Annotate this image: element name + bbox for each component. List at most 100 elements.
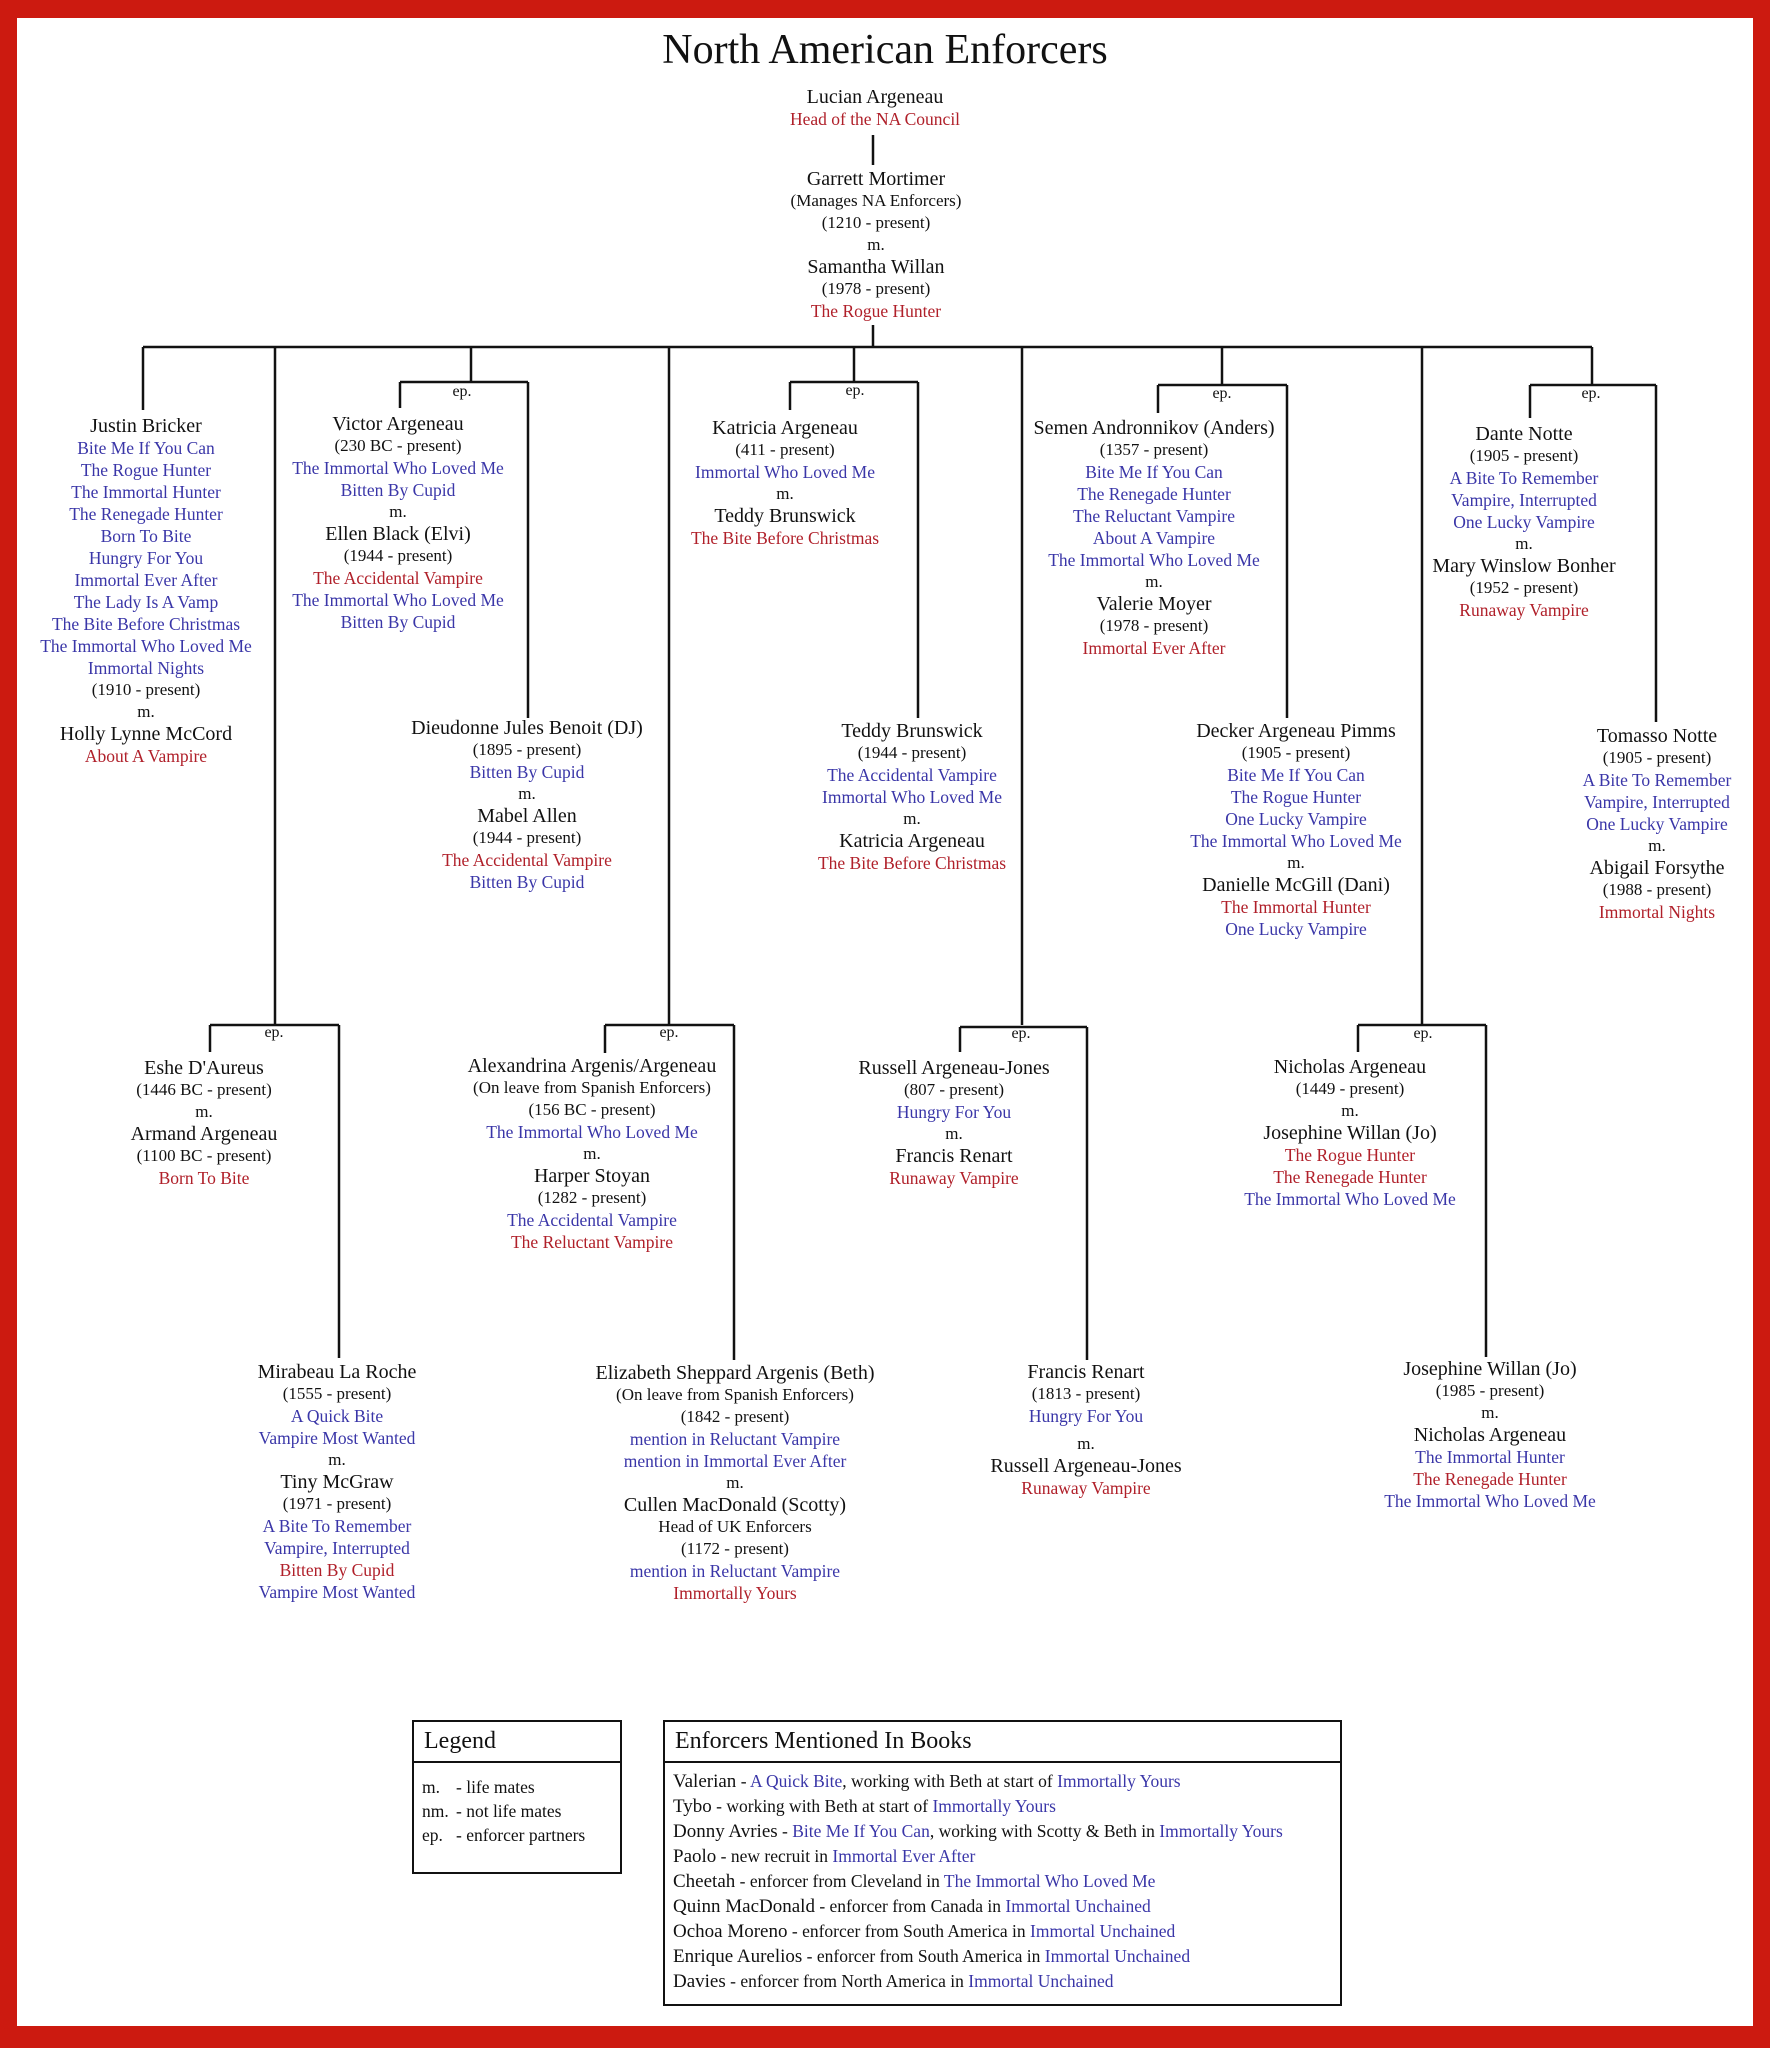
person-josephine: Josephine Willan (Jo) (1985 - present) m… [1384,1358,1596,1512]
book-title: The Accidental Vampire [827,765,997,785]
partner-name: Cullen MacDonald (Scotty) [623,1494,847,1516]
person-alexandrina: Alexandrina Argenis/Argeneau (On leave f… [468,1055,717,1253]
mate-marker: m. [867,235,885,254]
ep-label: ep. [1212,385,1232,402]
legend-row: ep.- enforcer partners [422,1825,586,1845]
person-role: (Manages NA Enforcers) [790,191,962,210]
book-title: Bitten By Cupid [469,872,585,892]
book-title: About A Vampire [84,746,208,766]
book-title: One Lucky Vampire [1225,919,1367,939]
person-name: Alexandrina Argenis/Argeneau [467,1055,717,1077]
mentioned-row: Donny Avries - Bite Me If You Can, worki… [673,1821,1283,1842]
book-title: The Immortal Hunter [1415,1447,1565,1467]
book-title: mention in Immortal Ever After [623,1451,847,1471]
book-title: mention in Reluctant Vampire [629,1429,841,1449]
book-title: Vampire Most Wanted [258,1428,416,1448]
book-title: Born To Bite [100,526,192,546]
person-name: Lucian Argeneau [806,86,944,108]
book-title: Immortal Who Loved Me [822,787,1002,807]
partner-role: Head of UK Enforcers [658,1517,812,1536]
person-decker: Decker Argeneau Pimms (1905 - present) B… [1190,720,1402,940]
book-title: Hungry For You [88,548,204,568]
book-title: Born To Bite [158,1168,250,1188]
book-title: The Immortal Who Loved Me [292,458,504,478]
book-title: Immortal Who Loved Me [695,462,875,482]
person-justin: Justin Bricker Bite Me If You Can The Ro… [40,415,252,767]
book-title: The Renegade Hunter [1273,1167,1427,1187]
book-title: Vampire, Interrupted [1451,490,1597,510]
partner-years: (1944 - present) [472,828,582,847]
book-title: Vampire, Interrupted [1584,792,1730,812]
book-title: A Bite To Remember [262,1516,412,1536]
mate-marker: m. [583,1144,601,1163]
person-years: (1842 - present) [680,1407,790,1426]
book-title: Immortal Nights [87,658,205,678]
ep-label: ep. [1581,385,1601,402]
person-years: (1210 - present) [821,213,931,232]
person-francis: Francis Renart (1813 - present) Hungry F… [990,1361,1181,1499]
person-years: (1905 - present) [1469,446,1579,465]
person-lucian: Lucian Argeneau Head of the NA Council [790,86,960,130]
book-title: The Rogue Hunter [80,460,212,480]
book-title: The Bite Before Christmas [817,853,1007,873]
person-mirabeau: Mirabeau La Roche (1555 - present) A Qui… [258,1361,417,1603]
partner-name: Mary Winslow Bonher [1432,555,1616,577]
mate-marker: m. [1515,534,1533,553]
page-title: North American Enforcers [662,27,1108,73]
book-title: The Accidental Vampire [507,1210,677,1230]
person-years: (1555 - present) [282,1384,392,1403]
book-title: Bitten By Cupid [279,1560,395,1580]
mate-marker: m. [1077,1434,1095,1453]
mate-marker: m. [518,784,536,803]
partner-years: (1978 - present) [1099,616,1209,635]
mentioned-row: Tybo - working with Beth at start of Imm… [673,1796,1056,1817]
legend-row: m.- life mates [422,1777,535,1797]
mentioned-row: Davies - enforcer from North America in … [673,1971,1114,1992]
partner-years: (1282 - present) [537,1188,647,1207]
person-name: Garrett Mortimer [806,168,946,190]
person-dj: Dieudonne Jules Benoit (DJ) (1895 - pres… [411,717,643,893]
mate-marker: m. [328,1450,346,1469]
book-title: Hungry For You [896,1102,1012,1122]
person-russell: Russell Argeneau-Jones (807 - present) H… [858,1057,1049,1189]
book-title: The Immortal Who Loved Me [1190,831,1402,851]
person-garrett: Garrett Mortimer (Manages NA Enforcers) … [791,168,962,322]
mate-marker: m. [1287,853,1305,872]
book-title: mention in Reluctant Vampire [629,1561,841,1581]
partner-name: Nicholas Argeneau [1413,1424,1567,1446]
book-title: Immortal Ever After [74,570,218,590]
book-title: Bitten By Cupid [340,612,456,632]
mate-marker: m. [726,1473,744,1492]
person-role: (On leave from Spanish Enforcers) [616,1385,854,1404]
legend-title: Legend [414,1722,620,1763]
mate-marker: m. [1341,1101,1359,1120]
person-semen: Semen Andronnikov (Anders) (1357 - prese… [1033,417,1274,659]
book-title: Hungry For You [1028,1406,1144,1426]
book-title: The Immortal Who Loved Me [1384,1491,1596,1511]
book-title: The Rogue Hunter [1230,787,1362,807]
person-name: Victor Argeneau [332,413,464,435]
mate-marker: m. [137,702,155,721]
person-name: Teddy Brunswick [841,720,983,742]
book-title: Immortal Nights [1598,902,1716,922]
mate-marker: m. [1648,836,1666,855]
book-title: A Bite To Remember [1582,770,1732,790]
partner-name: Holly Lynne McCord [59,723,233,745]
legend-box: Legend m.- life mates nm.- not life mate… [412,1720,622,1874]
partner-name: Samantha Willan [807,256,945,278]
book-title: The Immortal Hunter [1221,897,1371,917]
partner-name: Russell Argeneau-Jones [990,1455,1182,1477]
person-tomasso: Tomasso Notte (1905 - present) A Bite To… [1583,725,1732,923]
mate-marker: m. [903,809,921,828]
book-title: A Bite To Remember [1449,468,1599,488]
book-title: The Reluctant Vampire [1072,506,1235,526]
person-name: Eshe D'Aureus [144,1057,264,1079]
person-teddy: Teddy Brunswick (1944 - present) The Acc… [818,720,1006,874]
person-role: (On leave from Spanish Enforcers) [473,1078,711,1097]
person-elizabeth: Elizabeth Sheppard Argenis (Beth) (On le… [595,1362,874,1604]
partner-name: Tiny McGraw [280,1471,394,1493]
partner-years: (1971 - present) [282,1494,392,1513]
mate-marker: m. [195,1102,213,1121]
book-title: The Immortal Who Loved Me [1048,550,1260,570]
